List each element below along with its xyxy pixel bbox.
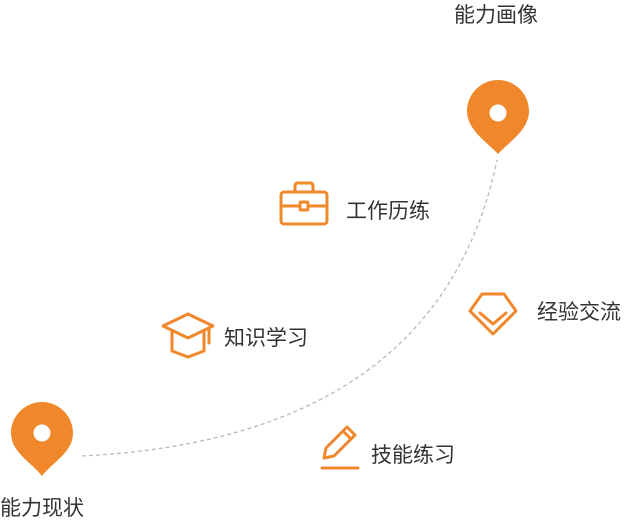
briefcase-icon bbox=[279, 181, 329, 226]
diamond-check-icon bbox=[468, 292, 518, 336]
growth-path-line bbox=[81, 159, 498, 457]
stage-label-experience-exchange: 经验交流 bbox=[537, 300, 621, 324]
start-label: 能力现状 bbox=[0, 496, 84, 520]
pencil-icon bbox=[320, 425, 360, 470]
start-pin-icon bbox=[11, 402, 73, 476]
end-label: 能力画像 bbox=[454, 3, 538, 27]
stage-label-work-experience: 工作历练 bbox=[346, 199, 430, 223]
stage-label-knowledge-learning: 知识学习 bbox=[224, 326, 308, 350]
stage-label-skill-practice: 技能练习 bbox=[371, 443, 455, 467]
graduation-cap-icon bbox=[161, 312, 215, 359]
end-pin-icon bbox=[467, 80, 529, 154]
